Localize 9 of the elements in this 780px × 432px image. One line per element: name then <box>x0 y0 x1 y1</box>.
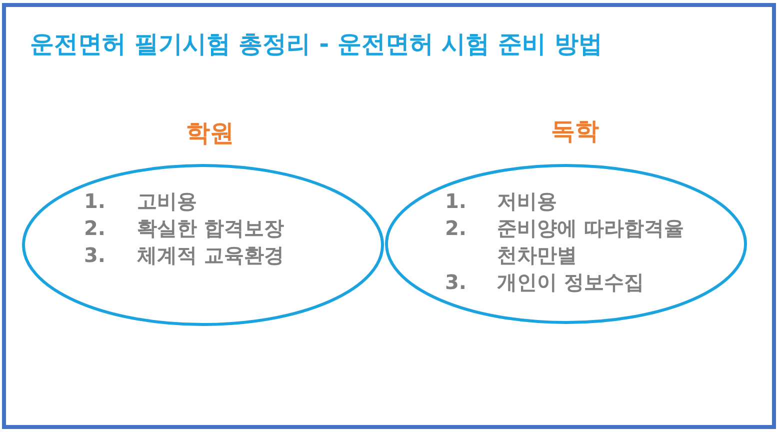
list-item: 3. 개인이 정보수집 <box>445 269 645 296</box>
list-item: 1. 저비용 <box>445 188 558 215</box>
list-item: 2. 준비양에 따라합격율 천차만별 <box>445 215 685 269</box>
list-item: 2. 확실한 합격보장 <box>84 215 285 242</box>
list-item: 3. 체계적 교육환경 <box>84 242 285 269</box>
heading: 학원 <box>186 118 234 148</box>
heading: 독학 <box>551 116 599 146</box>
title: 운전면허 필기시험 총정리 - 운전면허 시험 준비 방법 <box>30 29 602 60</box>
list-item: 1. 고비용 <box>84 188 198 215</box>
